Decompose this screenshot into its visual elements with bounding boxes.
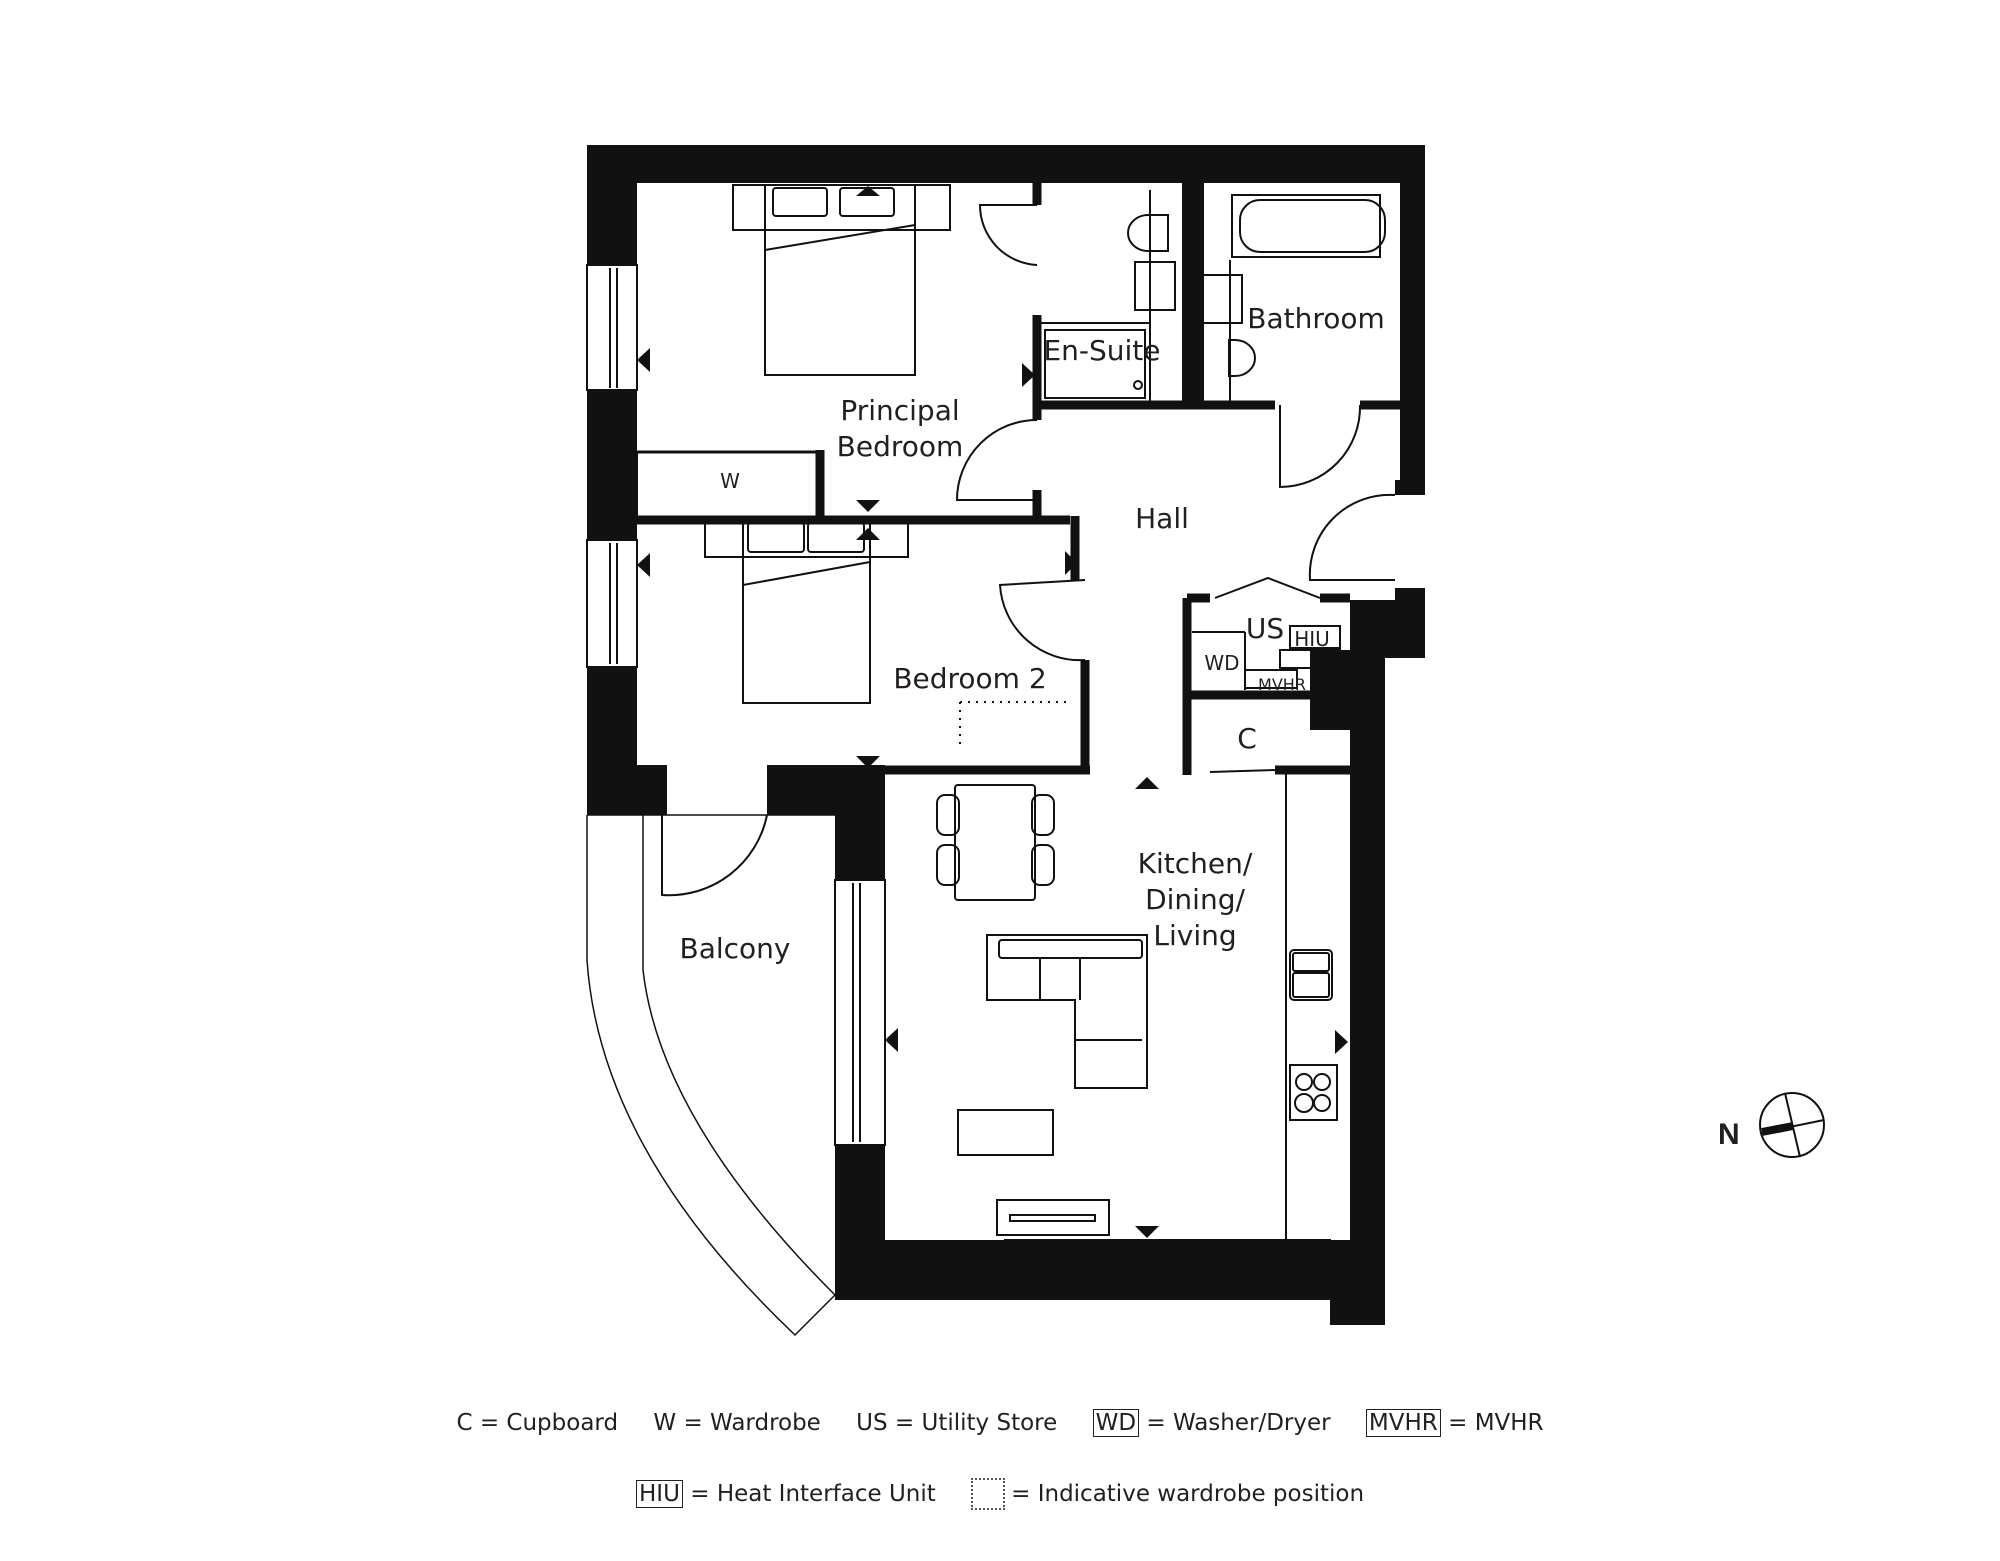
room-label-bathroom: Bathroom: [1247, 302, 1385, 335]
furniture: [636, 184, 1386, 1240]
legend-item-hiu: HIU = Heat Interface Unit: [635, 1479, 936, 1508]
legend-row-2: HIU = Heat Interface Unit = Indicative w…: [0, 1478, 2000, 1510]
north-compass-icon: [1759, 1092, 1825, 1158]
room-label-hall: Hall: [1135, 502, 1189, 535]
label-wd: WD: [1204, 651, 1239, 675]
legend-item-utility-store: US = Utility Store: [856, 1410, 1058, 1436]
room-label-balcony: Balcony: [680, 932, 791, 965]
room-label-kitchen-line2: Dining/: [1145, 883, 1245, 916]
balcony-outline: [586, 814, 836, 1337]
legend-item-mvhr: MVHR = MVHR: [1365, 1409, 1544, 1437]
doors: [661, 204, 1396, 897]
north-label: N: [1718, 1118, 1740, 1151]
dotted-box-icon: [971, 1478, 1006, 1510]
room-label-kitchen-line3: Living: [1153, 919, 1236, 952]
room-label-en-suite: En-Suite: [1043, 334, 1160, 367]
room-label-utility-store: US: [1246, 612, 1284, 645]
legend-row-1: C = Cupboard W = Wardrobe US = Utility S…: [0, 1409, 2000, 1437]
room-label-wardrobe: W: [720, 469, 740, 493]
room-label-cupboard: C: [1237, 722, 1257, 755]
room-label-principal-bedroom-line2: Bedroom: [837, 430, 964, 463]
legend-item-cupboard: C = Cupboard: [456, 1410, 619, 1436]
legend-item-indicative-wardrobe: = Indicative wardrobe position: [971, 1478, 1364, 1510]
walls: [587, 145, 1425, 1325]
label-mvhr: MVHR: [1258, 675, 1306, 694]
label-hiu: HIU: [1294, 627, 1330, 651]
legend-item-wardrobe: W = Wardrobe: [653, 1410, 821, 1436]
room-label-bedroom-2: Bedroom 2: [893, 662, 1046, 695]
socket-markers: [637, 186, 1348, 1238]
legend-item-washer-dryer: WD = Washer/Dryer: [1092, 1409, 1331, 1437]
room-label-principal-bedroom-line1: Principal: [840, 394, 959, 427]
windows: [586, 264, 1331, 1276]
room-label-kitchen-line1: Kitchen/: [1138, 847, 1253, 880]
